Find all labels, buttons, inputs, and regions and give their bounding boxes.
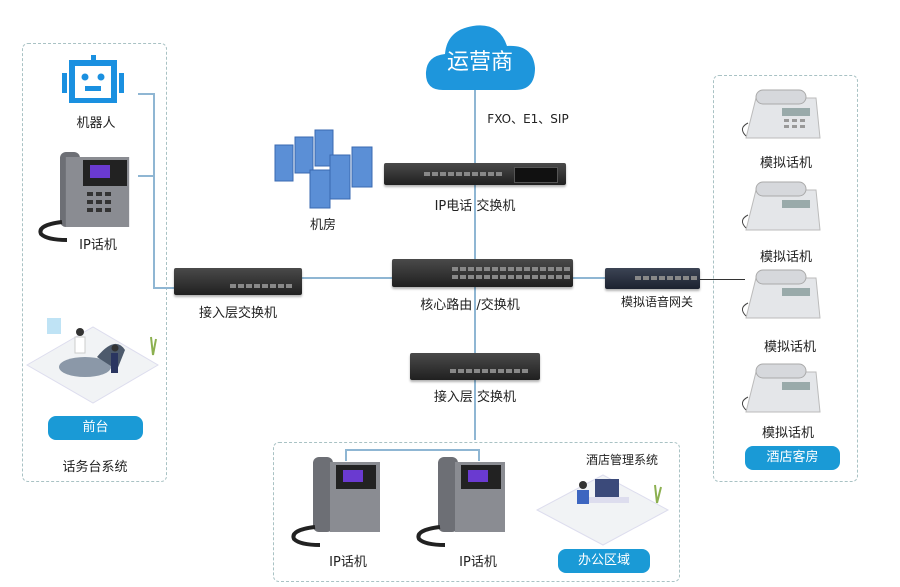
ip-phone-icon [38,152,130,242]
office-group [273,442,680,582]
front-desk-group [22,43,167,482]
ip-phone-icon [291,457,380,547]
link-gateway-phones [700,279,745,280]
analog-phone-icon [742,269,821,319]
access-switch-bottom-device[interactable] [410,353,540,380]
trunk-label: FXO、E1、SIP [487,112,569,126]
analog-phone-icon [742,363,821,413]
link-left-switch [153,287,175,289]
ip-phone-icon [416,457,505,547]
link-core-gateway [570,277,606,279]
reception-illustration [25,318,159,404]
robot-icon [62,55,124,103]
robot-label: 机器人 [76,116,116,131]
front-desk-badge: 前台 [48,416,143,440]
link-bottom-split [345,449,480,451]
office-ip-phone-label-2: IP话机 [459,555,497,570]
core-switch-device[interactable] [392,259,573,287]
analog-phone-label-4: 模拟话机 [761,426,815,441]
analog-phone-icon [742,89,821,139]
ip-phone-label: IP话机 [79,238,117,253]
server-room-label: 机房 [309,218,337,233]
office-badge: 办公区域 [558,549,650,573]
front-desk-caption: 话务台系统 [62,460,128,475]
analog-phone-label-1: 模拟话机 [759,156,813,171]
analog-phone-2 [738,180,823,232]
analog-phone-label-2: 模拟话机 [759,250,813,265]
cloud-label: 运营商 [446,50,514,75]
link-bottom-phone2 [478,449,480,461]
pbx-label: IP电话 交换机 [434,199,516,214]
link-robot [138,93,154,95]
analog-phone-label-3: 模拟话机 [763,340,817,355]
link-phone [138,175,154,177]
cloud-icon [425,25,535,90]
analog-phone-icon [742,181,821,231]
analog-phone-3 [738,268,823,320]
core-switch-label: 核心路由 /交换机 [420,298,520,313]
access-switch-left-device[interactable] [174,268,302,295]
gateway-label: 模拟语音网关 [620,295,694,309]
guest-room-group [713,75,858,482]
link-bottom-phone1 [345,449,347,461]
ip-pbx-device[interactable] [384,163,566,185]
link-switch-core [300,277,395,279]
office-ip-phone-label-1: IP话机 [329,555,367,570]
hotel-system-illustration [535,474,670,546]
server-room-icon [274,129,373,209]
analog-phone-1 [738,88,823,140]
analog-phone-4 [738,362,823,414]
guest-room-badge: 酒店客房 [745,446,840,470]
access-switch-left-label: 接入层交换机 [198,306,278,321]
voice-gateway-device[interactable] [605,268,700,289]
link-left-vertical [153,93,155,289]
access-switch-bottom-label: 接入层 交换机 [433,390,517,405]
hotel-system-label: 酒店管理系统 [585,453,659,467]
